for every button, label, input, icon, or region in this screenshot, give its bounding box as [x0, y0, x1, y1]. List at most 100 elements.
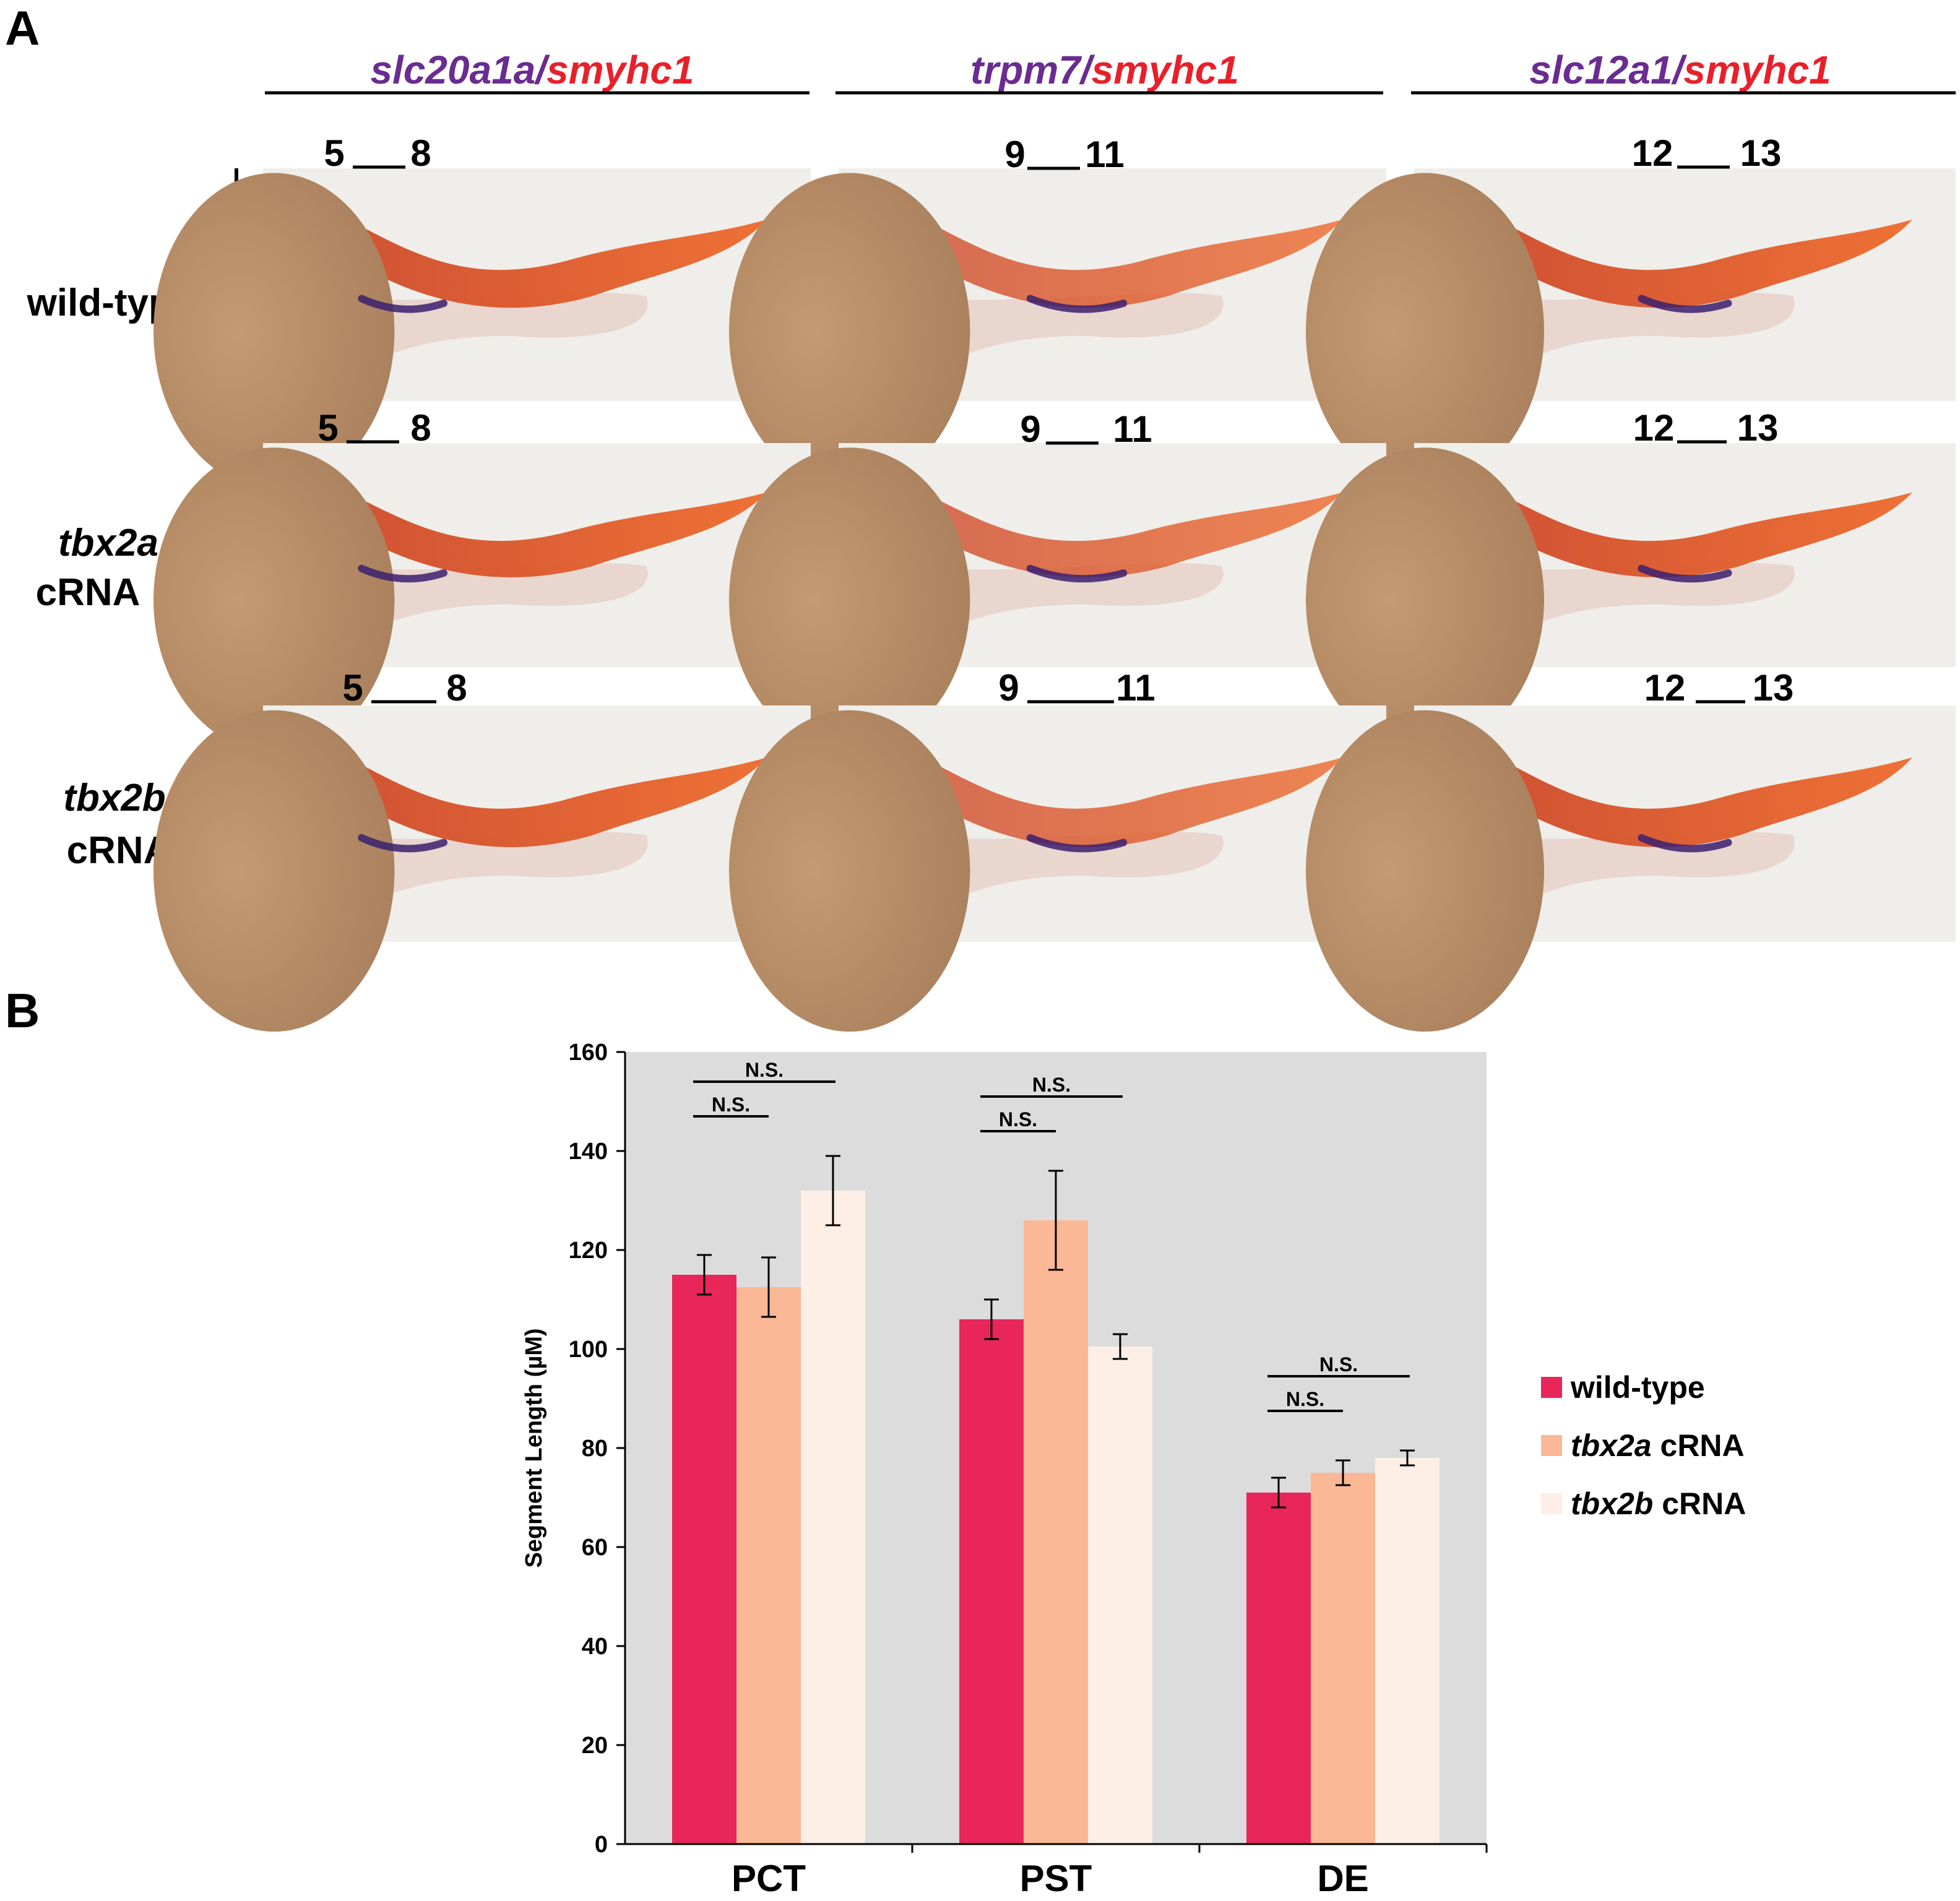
error-bar-de-0 — [1271, 1476, 1286, 1509]
column-header-2-marker: smyhc1 — [1092, 48, 1239, 92]
muscle-band — [1419, 187, 1912, 308]
significance-bracket: N.S. — [980, 1074, 1123, 1098]
muscle-band — [844, 187, 1343, 308]
somite-label-r2c1-from: 5 — [317, 407, 338, 449]
kidney-stain — [358, 564, 448, 583]
x-axis: PCT PST DE — [625, 1843, 1488, 1899]
bar-de-2 — [1375, 1458, 1440, 1844]
muscle-band — [1419, 460, 1912, 577]
panel-label-a: A — [5, 1, 40, 55]
y-tick-label: 40 — [582, 1634, 608, 1660]
legend-swatch — [1541, 1435, 1562, 1456]
error-bar-pst-2 — [1113, 1333, 1128, 1360]
y-tick-label: 100 — [569, 1337, 608, 1363]
embryo-image-grid — [153, 168, 1956, 1032]
legend-label: wild-type — [1570, 1370, 1705, 1405]
muscle-band — [268, 460, 767, 577]
somite-label-r2c3-from: 12 — [1633, 407, 1675, 449]
bar-de-1 — [1311, 1473, 1375, 1844]
significance-bracket: N.S. — [980, 1108, 1056, 1132]
bar-pct-1 — [736, 1287, 801, 1844]
significance-label: N.S. — [1286, 1388, 1324, 1410]
muscle-band — [1419, 724, 1912, 847]
legend-label: tbx2b cRNA — [1571, 1486, 1746, 1521]
embryo-image-r3c3 — [1306, 705, 1956, 1032]
kidney-stain — [1026, 834, 1128, 853]
column-header-2: trpm7/smyhc1 — [835, 48, 1383, 95]
yolk-extension — [317, 563, 648, 656]
row-label-tbx2a-line1: tbx2a — [58, 522, 158, 564]
bar-pst-1 — [1024, 1220, 1088, 1844]
legend-item-0: wild-type — [1541, 1370, 1705, 1405]
somite-label-r3c3-to: 13 — [1753, 667, 1794, 709]
embryo-image-r3c1 — [153, 705, 811, 1032]
x-tick-label-pst: PST — [1020, 1858, 1092, 1899]
column-header-1: slc20a1a/smyhc1 — [265, 48, 809, 95]
somite-label-r3c2-from: 9 — [998, 667, 1019, 709]
bar-pst-0 — [959, 1319, 1024, 1844]
muscle-band — [844, 724, 1343, 847]
yolk — [153, 173, 395, 489]
somite-label-r3c2-to: 11 — [1116, 667, 1155, 709]
bars — [672, 1191, 1440, 1844]
somite-label-r1c3-from: 12 — [1632, 132, 1673, 174]
yolk — [153, 710, 395, 1032]
somite-label-r2c2-to: 11 — [1113, 408, 1152, 450]
error-bar-pct-1 — [761, 1256, 776, 1318]
y-tick-label: 80 — [582, 1436, 608, 1462]
x-tick-label-pct: PCT — [732, 1858, 806, 1899]
error-bar-pst-1 — [1048, 1170, 1063, 1271]
row-label-tbx2b-line1: tbx2b — [63, 777, 165, 819]
yolk — [729, 447, 970, 752]
significance-brackets: N.S.N.S.N.S.N.S.N.S.N.S. — [693, 1059, 1410, 1412]
yolk-extension — [317, 293, 648, 390]
embryo-image-r1c3 — [1306, 168, 1956, 489]
muscle-band — [268, 724, 767, 847]
panel-label-b: B — [5, 983, 40, 1038]
muscle-band — [844, 460, 1343, 577]
error-bar-pst-0 — [984, 1298, 999, 1340]
somite-label-r1c1-to: 8 — [410, 132, 431, 174]
significance-label: N.S. — [745, 1059, 784, 1081]
yolk — [153, 447, 395, 752]
y-tick-label: 20 — [582, 1733, 608, 1759]
yolk — [1306, 710, 1544, 1032]
yolk-extension — [1468, 832, 1795, 930]
somite-labels: 5 8 9 11 12 13 5 8 9 11 12 13 5 8 9 11 1… — [317, 132, 1794, 709]
error-bar-pct-0 — [697, 1254, 712, 1296]
y-tick-label: 60 — [582, 1535, 608, 1561]
legend-swatch — [1541, 1377, 1562, 1398]
kidney-stain — [358, 295, 448, 313]
yolk-extension — [893, 293, 1224, 390]
embryo-image-r2c1 — [153, 443, 811, 752]
x-tick-label-de: DE — [1317, 1858, 1368, 1899]
bar-pct-2 — [801, 1191, 865, 1844]
significance-label: N.S. — [1032, 1074, 1071, 1096]
error-bars — [697, 1155, 1415, 1509]
embryo-image-r1c1 — [153, 168, 811, 489]
yolk-extension — [317, 832, 648, 930]
yolk-extension — [1468, 293, 1795, 390]
kidney-stain — [1026, 564, 1128, 583]
significance-label: N.S. — [999, 1108, 1037, 1131]
yolk — [1306, 447, 1544, 752]
y-tick-label: 140 — [569, 1139, 608, 1165]
y-tick-label: 120 — [569, 1238, 608, 1264]
significance-bracket: N.S. — [1267, 1388, 1343, 1412]
column-header-3: slc12a1/smyhc1 — [1411, 48, 1956, 95]
somite-label-r3c1-from: 5 — [342, 667, 363, 709]
embryo-image-r2c3 — [1306, 443, 1956, 752]
column-header-3-gene: slc12a1 — [1529, 48, 1672, 92]
yolk-extension — [893, 832, 1224, 930]
bar-pst-2 — [1088, 1347, 1152, 1844]
somite-label-r1c3-to: 13 — [1740, 132, 1782, 174]
kidney-stain — [1638, 834, 1732, 853]
somite-label-r1c1-from: 5 — [324, 132, 344, 174]
somite-label-r2c2-from: 9 — [1020, 408, 1040, 450]
column-header-2-gene: trpm7 — [970, 48, 1082, 92]
row-label-tbx2a-line2: cRNA — [36, 571, 140, 614]
yolk — [729, 710, 970, 1032]
